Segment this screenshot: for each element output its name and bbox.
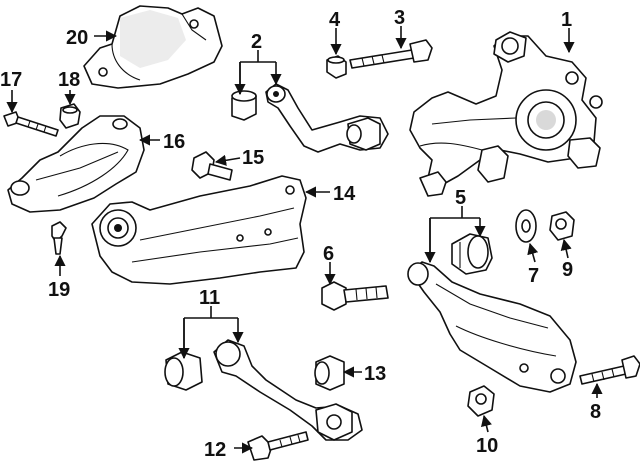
part-14-trailing-arm	[91, 175, 307, 285]
part-5-bushing	[451, 233, 493, 275]
part-8-bolt	[579, 355, 640, 385]
part-20-spring-seat-cover	[83, 5, 223, 89]
part-16-arm-bracket	[7, 115, 145, 213]
callout-11: 11	[199, 287, 220, 309]
part-13-bushing	[314, 355, 345, 391]
callout-5: 5	[455, 187, 466, 209]
callout-12: 12	[204, 439, 226, 461]
callout-15: 15	[242, 147, 264, 169]
part-3-bolt	[349, 39, 433, 69]
callout-16: 16	[163, 131, 185, 153]
lower-control-arm	[407, 261, 577, 393]
part-1-knuckle	[409, 31, 603, 197]
part-17-bolt	[3, 111, 59, 137]
callout-20: 20	[66, 27, 88, 49]
callout-2: 2	[251, 31, 262, 53]
callout-19: 19	[48, 279, 70, 301]
callout-8: 8	[590, 401, 601, 423]
callout-leaders	[6, 26, 603, 454]
callout-9: 9	[562, 259, 573, 281]
callout-17: 17	[0, 69, 22, 91]
part-10-nut	[467, 385, 495, 417]
callout-7: 7	[528, 265, 539, 287]
callout-4: 4	[329, 9, 341, 31]
part-7-washer	[515, 209, 537, 243]
callout-13: 13	[364, 363, 386, 385]
callout-1: 1	[561, 9, 572, 31]
callout-10: 10	[476, 435, 498, 457]
callout-14: 14	[333, 183, 356, 205]
callout-18: 18	[58, 69, 80, 91]
part-12-bolt	[247, 431, 309, 461]
part-11-lateral-link	[164, 339, 363, 441]
part-15-bolt	[191, 151, 233, 181]
part-6-bolt	[321, 281, 389, 311]
callout-labels: 1 2 3 4 5 6 7 8 9 10 11 12 13 14 15 16 1…	[0, 7, 601, 461]
part-9-nut	[549, 211, 575, 241]
part-4-nut	[326, 55, 347, 79]
callout-6: 6	[323, 243, 334, 265]
callout-3: 3	[394, 7, 405, 29]
part-19-bolt	[51, 221, 67, 255]
part-18-nut	[59, 103, 81, 129]
part-2-upper-control-arm	[231, 83, 389, 153]
